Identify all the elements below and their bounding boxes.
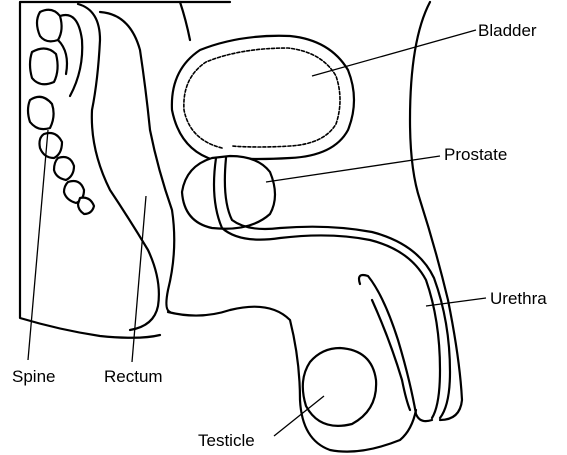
leader-bladder (312, 30, 476, 76)
testicle-shape (303, 348, 376, 426)
leader-urethra (426, 298, 486, 306)
label-testicle: Testicle (198, 432, 255, 449)
rectum-outline (78, 4, 174, 330)
label-rectum: Rectum (104, 368, 163, 385)
label-bladder: Bladder (478, 22, 537, 39)
label-prostate: Prostate (444, 146, 507, 163)
label-urethra: Urethra (490, 290, 547, 307)
spine-vertebrae (28, 10, 94, 214)
bladder-outline (172, 36, 354, 160)
label-spine: Spine (12, 368, 55, 385)
bladder-inner (184, 48, 340, 148)
prostate-shape (182, 156, 275, 229)
